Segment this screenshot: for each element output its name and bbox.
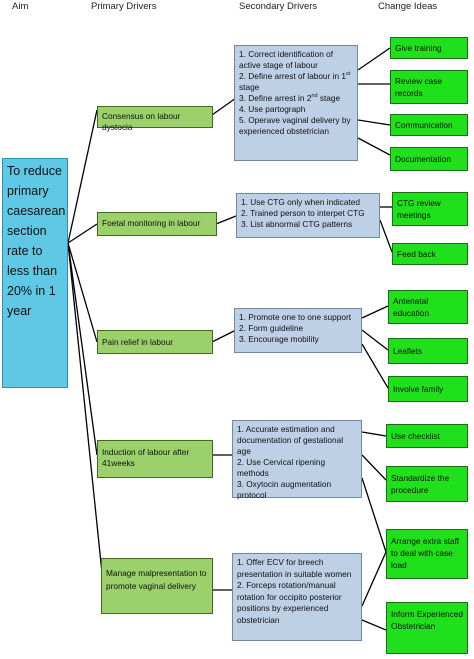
- secondary-driver-item: 3. Encourage mobility: [239, 334, 319, 344]
- secondary-driver-item: 1. Accurate estimation and documentation…: [237, 424, 344, 456]
- change-idea-communication: Communication: [390, 114, 468, 136]
- primary-driver-pain-relief: Pain relief in labour: [97, 330, 213, 354]
- header-secondary-drivers: Secondary Drivers: [239, 1, 318, 12]
- primary-driver-manage-malpresentation: Manage malpresentation to promote vagina…: [101, 558, 213, 614]
- header-aim: Aim: [12, 1, 29, 12]
- header-primary-drivers: Primary Drivers: [91, 1, 157, 12]
- change-idea-antenatal-education: Antenatal education: [388, 290, 468, 324]
- secondary-driver-item: 3. List abnormal CTG patterns: [241, 219, 353, 229]
- secondary-drivers-group-5: 1. Offer ECV for breech presentation in …: [232, 553, 362, 641]
- change-idea-involve-family: Involve family: [388, 376, 468, 402]
- secondary-driver-item: 3. Oxytocin augmentation protocol: [237, 479, 332, 500]
- change-idea-review-case-records: Review case records: [390, 70, 468, 104]
- change-idea-arrange-extra-staff: Arrange extra staff to deal with case lo…: [386, 529, 468, 579]
- secondary-driver-item: 2. Use Cervical ripening methods: [237, 457, 326, 478]
- change-idea-give-training: Give training: [390, 37, 468, 59]
- secondary-driver-item: 2. Forceps rotation/manual rotation for …: [237, 580, 342, 625]
- aim-box: To reduce primary caesarean section rate…: [2, 158, 68, 388]
- secondary-driver-item: 1. Offer ECV for breech presentation in …: [237, 557, 352, 579]
- secondary-driver-item: 1. Correct identification of active stag…: [239, 49, 334, 70]
- change-idea-feed-back: Feed back: [392, 243, 468, 265]
- change-idea-use-checklist: Use checklist: [386, 424, 468, 448]
- secondary-drivers-group-3: 1. Promote one to one support 2. Form gu…: [234, 308, 362, 353]
- secondary-drivers-group-4: 1. Accurate estimation and documentation…: [232, 420, 362, 500]
- secondary-drivers-group-1: 1. Correct identification of active stag…: [234, 45, 358, 161]
- primary-driver-induction-of-labour: Induction of labour after 41weeks: [97, 440, 213, 478]
- primary-driver-consensus-labour-dystocia: Consensus on labour dystocia: [97, 106, 213, 132]
- change-idea-standardize-procedure: Standardize the procedure: [386, 466, 468, 502]
- header-change-ideas: Change Ideas: [378, 1, 438, 12]
- secondary-driver-item: 1. Use CTG only when indicated: [241, 197, 360, 207]
- secondary-driver-item: 4. Use partograph: [239, 104, 306, 114]
- change-idea-inform-experienced-obstetrician: Inform Experienced Obstetrician: [386, 602, 468, 654]
- change-idea-documentation: Documentation: [390, 147, 468, 171]
- change-idea-leaflets: Leaflets: [388, 338, 468, 364]
- secondary-driver-item: 3. Define arrest in 2nd stage: [239, 93, 341, 103]
- secondary-driver-item: 5. Operave vaginal delivery by experienc…: [239, 115, 351, 136]
- secondary-driver-item: 2. Form guideline: [239, 323, 304, 333]
- secondary-driver-item: 2. Trained person to interpet CTG: [241, 208, 365, 218]
- primary-driver-foetal-monitoring: Foetal monitoring in labour: [97, 212, 217, 236]
- secondary-driver-item: 2. Define arrest of labour in 1st stage: [239, 71, 351, 92]
- secondary-drivers-group-2: 1. Use CTG only when indicated 2. Traine…: [236, 193, 380, 238]
- secondary-driver-item: 1. Promote one to one support: [239, 312, 352, 322]
- change-idea-ctg-review-meetings: CTG review meetings: [392, 192, 468, 226]
